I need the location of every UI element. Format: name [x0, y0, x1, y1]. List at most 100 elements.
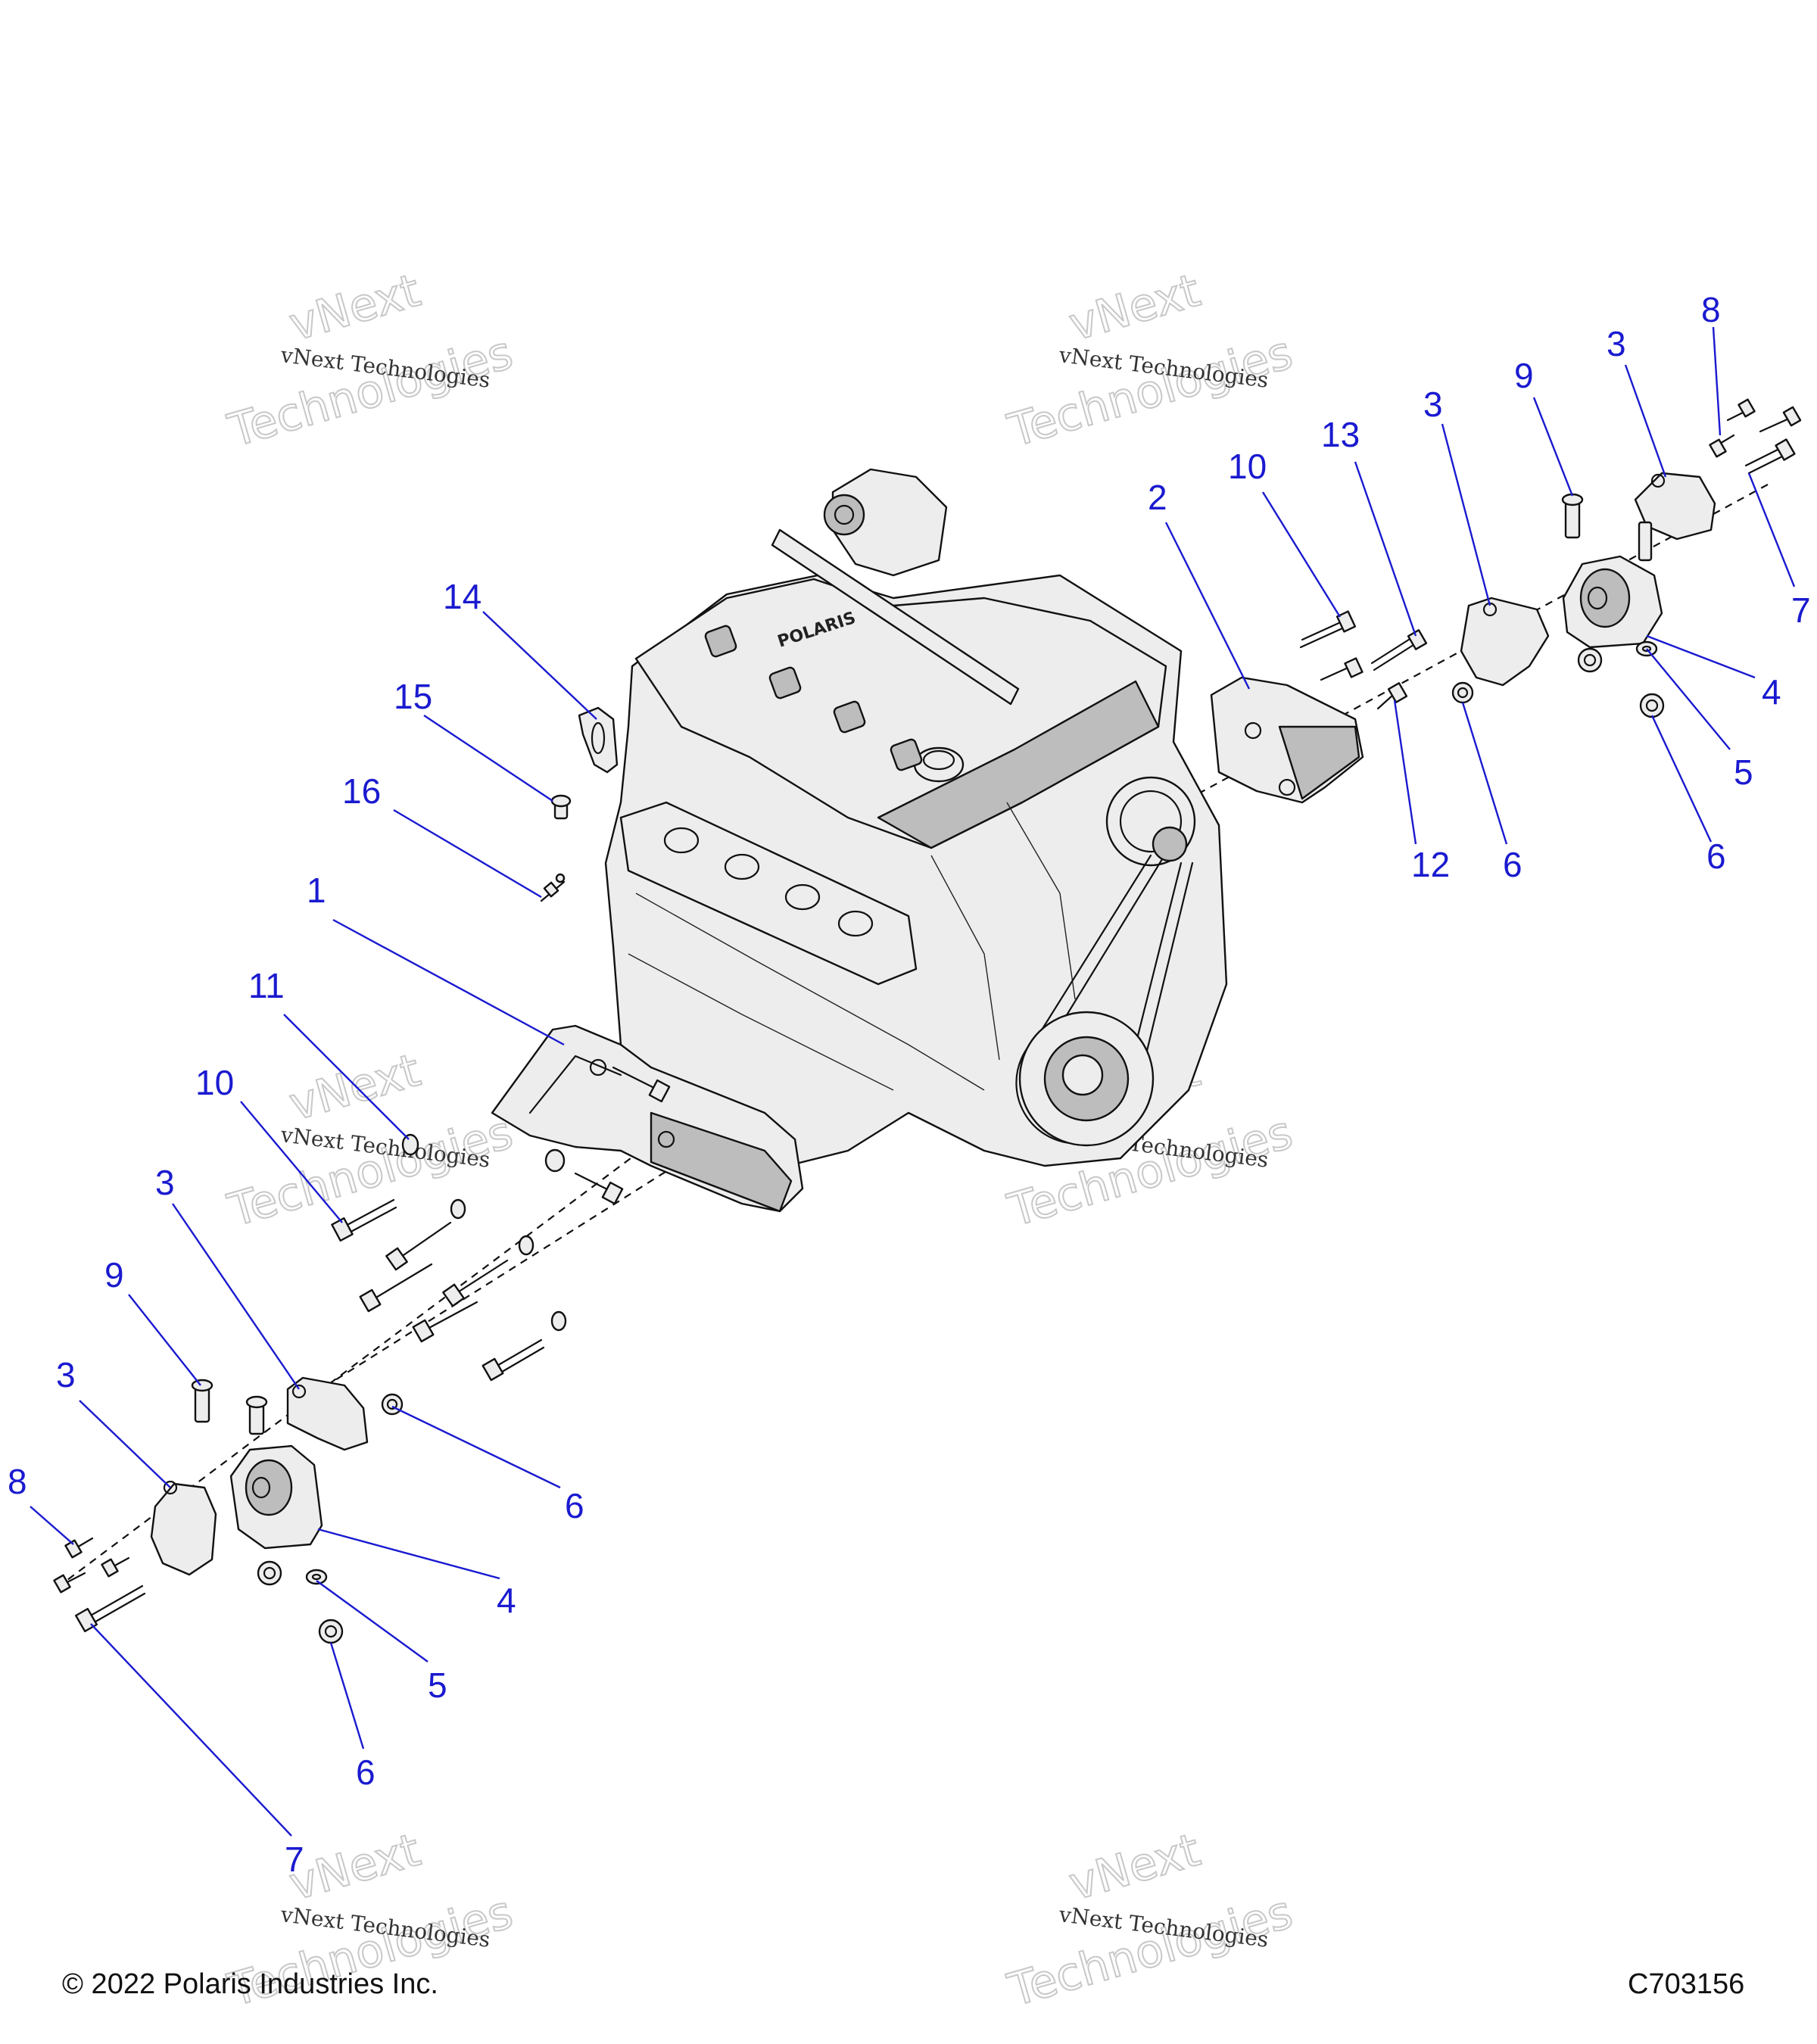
bolt-10-right-lower: [1320, 657, 1364, 681]
nut-6-left-upper: [381, 1393, 404, 1416]
ignition-coil: [890, 738, 923, 771]
callout-11: 11: [248, 966, 285, 1005]
bolt-left-g: [482, 1338, 545, 1382]
diagram-code: C703156: [1628, 1968, 1745, 2000]
callout-16: 16: [342, 771, 381, 811]
callout-4-left: 4: [497, 1581, 516, 1620]
watermark-big-1: vNext: [284, 1044, 426, 1132]
watermark-mid-left: vNext Technologies vNext Technologies: [222, 1043, 519, 1239]
bolt-left-a: [612, 1066, 671, 1103]
ignition-coil: [704, 625, 737, 658]
bolt-12: [1376, 682, 1408, 710]
pin-9-left: [191, 1379, 213, 1423]
watermark-top-right: vNext Technologies vNext Technologies: [1002, 263, 1299, 459]
watermark-big-2: Technologies: [1002, 1886, 1298, 2018]
watermark-big-2: Technologies: [223, 1106, 519, 1238]
watermark-big-2: Technologies: [223, 326, 519, 458]
pin-9-left-b: [245, 1395, 268, 1435]
washer-left-d: [518, 1235, 535, 1256]
callout-9-right: 9: [1514, 356, 1534, 395]
callout-6-left-upper: 6: [565, 1486, 584, 1525]
right-mount-group: [1210, 398, 1802, 804]
ignition-coil: [768, 666, 802, 700]
callout-9-left: 9: [104, 1255, 124, 1295]
callout-1: 1: [307, 871, 326, 910]
callout-labels: 8 3 9 3 13 10 2 7 4 5 6 6 12 14 15 16 1 …: [8, 290, 1811, 1879]
axis-left-lower: [302, 1135, 724, 1401]
alternator-pulley: [1152, 826, 1188, 862]
bolt-15: [550, 794, 572, 820]
crank-hub: [1061, 1054, 1104, 1096]
callout-8-right: 8: [1701, 290, 1721, 329]
callout-6-left-lower: 6: [356, 1753, 376, 1792]
callout-10-right: 10: [1228, 447, 1267, 486]
callout-13: 13: [1321, 415, 1360, 454]
fitting-16: [540, 873, 566, 902]
callout-3-left-low: 3: [56, 1355, 76, 1394]
washer-left-e: [550, 1310, 567, 1332]
bolt-8-right-upper: [1726, 398, 1756, 422]
callout-6-right-far: 6: [1706, 837, 1726, 876]
bolt-10-left: [331, 1198, 397, 1242]
watermark-big-1: vNext: [1064, 1824, 1206, 1912]
cap-pin: [1638, 521, 1653, 562]
throttle-body: [831, 468, 948, 577]
bolt-8-left-b: [53, 1572, 86, 1594]
ignition-coil: [833, 700, 866, 734]
bolt-10-right: [1299, 610, 1357, 649]
callout-7-right: 7: [1791, 590, 1811, 630]
callout-7-left: 7: [285, 1840, 304, 1879]
callout-3-right-top: 3: [1607, 324, 1626, 363]
bolt-7-right: [1744, 438, 1796, 475]
callout-8-left: 8: [8, 1462, 27, 1501]
mount-cap-left-low: [150, 1482, 217, 1576]
callout-5-left: 5: [428, 1665, 447, 1705]
bolt-left-c: [385, 1221, 452, 1271]
bolt-7-left: [75, 1584, 146, 1633]
callout-12: 12: [1411, 845, 1450, 884]
copyright-notice: © 2022 Polaris Industries Inc.: [62, 1968, 438, 2000]
leader-lines: [30, 326, 1796, 1837]
nut-6-right-near: [1451, 681, 1474, 704]
washer-left-b: [401, 1133, 419, 1156]
mount-cap-left-mid: [286, 1376, 369, 1451]
pin-9-right: [1561, 493, 1584, 539]
callout-2: 2: [1148, 478, 1167, 517]
callout-3-left-mid: 3: [155, 1163, 175, 1202]
watermark-big-2: Technologies: [1002, 326, 1298, 458]
bolt-8-left-c: [101, 1556, 130, 1578]
nut-6-right-far: [1639, 693, 1665, 718]
oil-filler-cap: [913, 746, 965, 783]
lifting-bracket-14: [578, 706, 619, 774]
callout-6-right-near: 6: [1503, 845, 1522, 884]
nut-6-right-upper: [1577, 647, 1603, 673]
bolt-left-f: [412, 1301, 478, 1343]
callout-5-right: 5: [1734, 752, 1753, 792]
callout-10-left: 10: [195, 1063, 234, 1102]
nut-6-left-mid: [257, 1560, 282, 1586]
upper-left-small-parts: [540, 706, 619, 902]
bolt-left-b: [574, 1172, 624, 1205]
watermark-big-1: vNext: [284, 1824, 426, 1912]
bolt-13: [1370, 629, 1428, 671]
left-mount-group: [53, 1024, 804, 1644]
ignition-coils: [704, 625, 923, 771]
bolt-left-e: [442, 1259, 509, 1307]
axis-right-upper: [1105, 484, 1769, 845]
fuel-rail: [771, 528, 1020, 706]
engine-assembly: POLARIS: [604, 468, 1228, 1167]
bolt-8-right: [1709, 434, 1735, 458]
washer-5-left: [305, 1569, 328, 1585]
watermark-bottom-right: vNext Technologies vNext Technologies: [1002, 1823, 1299, 2018]
washer-left-c: [450, 1198, 466, 1220]
bolt-left-d: [359, 1263, 433, 1313]
watermark-top-left: vNext Technologies vNext Technologies: [222, 263, 519, 459]
callout-4-right: 4: [1762, 672, 1781, 712]
mount-cap-right-mid: [1460, 597, 1550, 687]
valve-cover-shade: [877, 680, 1160, 849]
watermark-big-1: vNext: [284, 264, 426, 352]
bolt-8-left: [64, 1537, 94, 1559]
callout-3-right-mid: 3: [1423, 385, 1443, 424]
callout-14: 14: [443, 577, 482, 616]
